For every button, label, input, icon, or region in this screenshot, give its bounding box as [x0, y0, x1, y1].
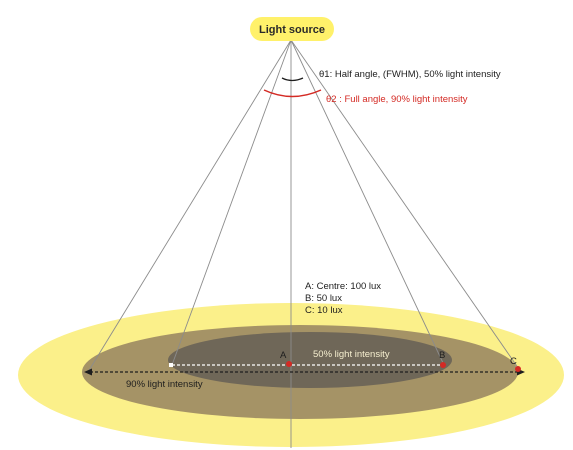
- cone-line-outer-left: [87, 39, 292, 373]
- cone-line-inner-right: [290, 39, 445, 366]
- theta2-arc: [263, 89, 322, 98]
- outer-zone-label: 90% light intensity: [126, 379, 203, 390]
- inner-diameter-end-left: [169, 363, 173, 367]
- theta1-label: θ1: Half angle, (FWHM), 50% light intens…: [319, 69, 501, 80]
- cone-line-inner-left: [171, 39, 292, 366]
- point-a-label: A: [280, 350, 287, 361]
- point-a-marker: [286, 361, 292, 367]
- light-source: Light source: [250, 17, 334, 41]
- theta2-label: θ2 : Full angle, 90% light intensity: [326, 94, 468, 105]
- legend-line-b: B: 50 lux: [305, 293, 342, 304]
- inner-zone-label: 50% light intensity: [313, 349, 390, 360]
- theta1-arc: [281, 77, 304, 82]
- point-c-label: C: [510, 356, 517, 367]
- point-c-marker: [515, 366, 521, 372]
- legend-line-a: A: Centre: 100 lux: [305, 281, 381, 292]
- legend-line-c: C: 10 lux: [305, 305, 343, 316]
- cone-line-outer-right: [290, 39, 522, 373]
- illuminance-legend: A: Centre: 100 lux B: 50 lux C: 10 lux: [305, 281, 381, 316]
- inner-50-percent-zone: [168, 332, 452, 388]
- light-source-pill: [250, 17, 334, 41]
- point-b-label: B: [439, 350, 445, 361]
- measurement-points: A B C: [280, 350, 521, 372]
- point-b-marker: [440, 362, 446, 368]
- light-source-label: Light source: [259, 24, 325, 36]
- cone-lines: [87, 39, 522, 448]
- outer-diameter-arrow-left: [84, 368, 92, 376]
